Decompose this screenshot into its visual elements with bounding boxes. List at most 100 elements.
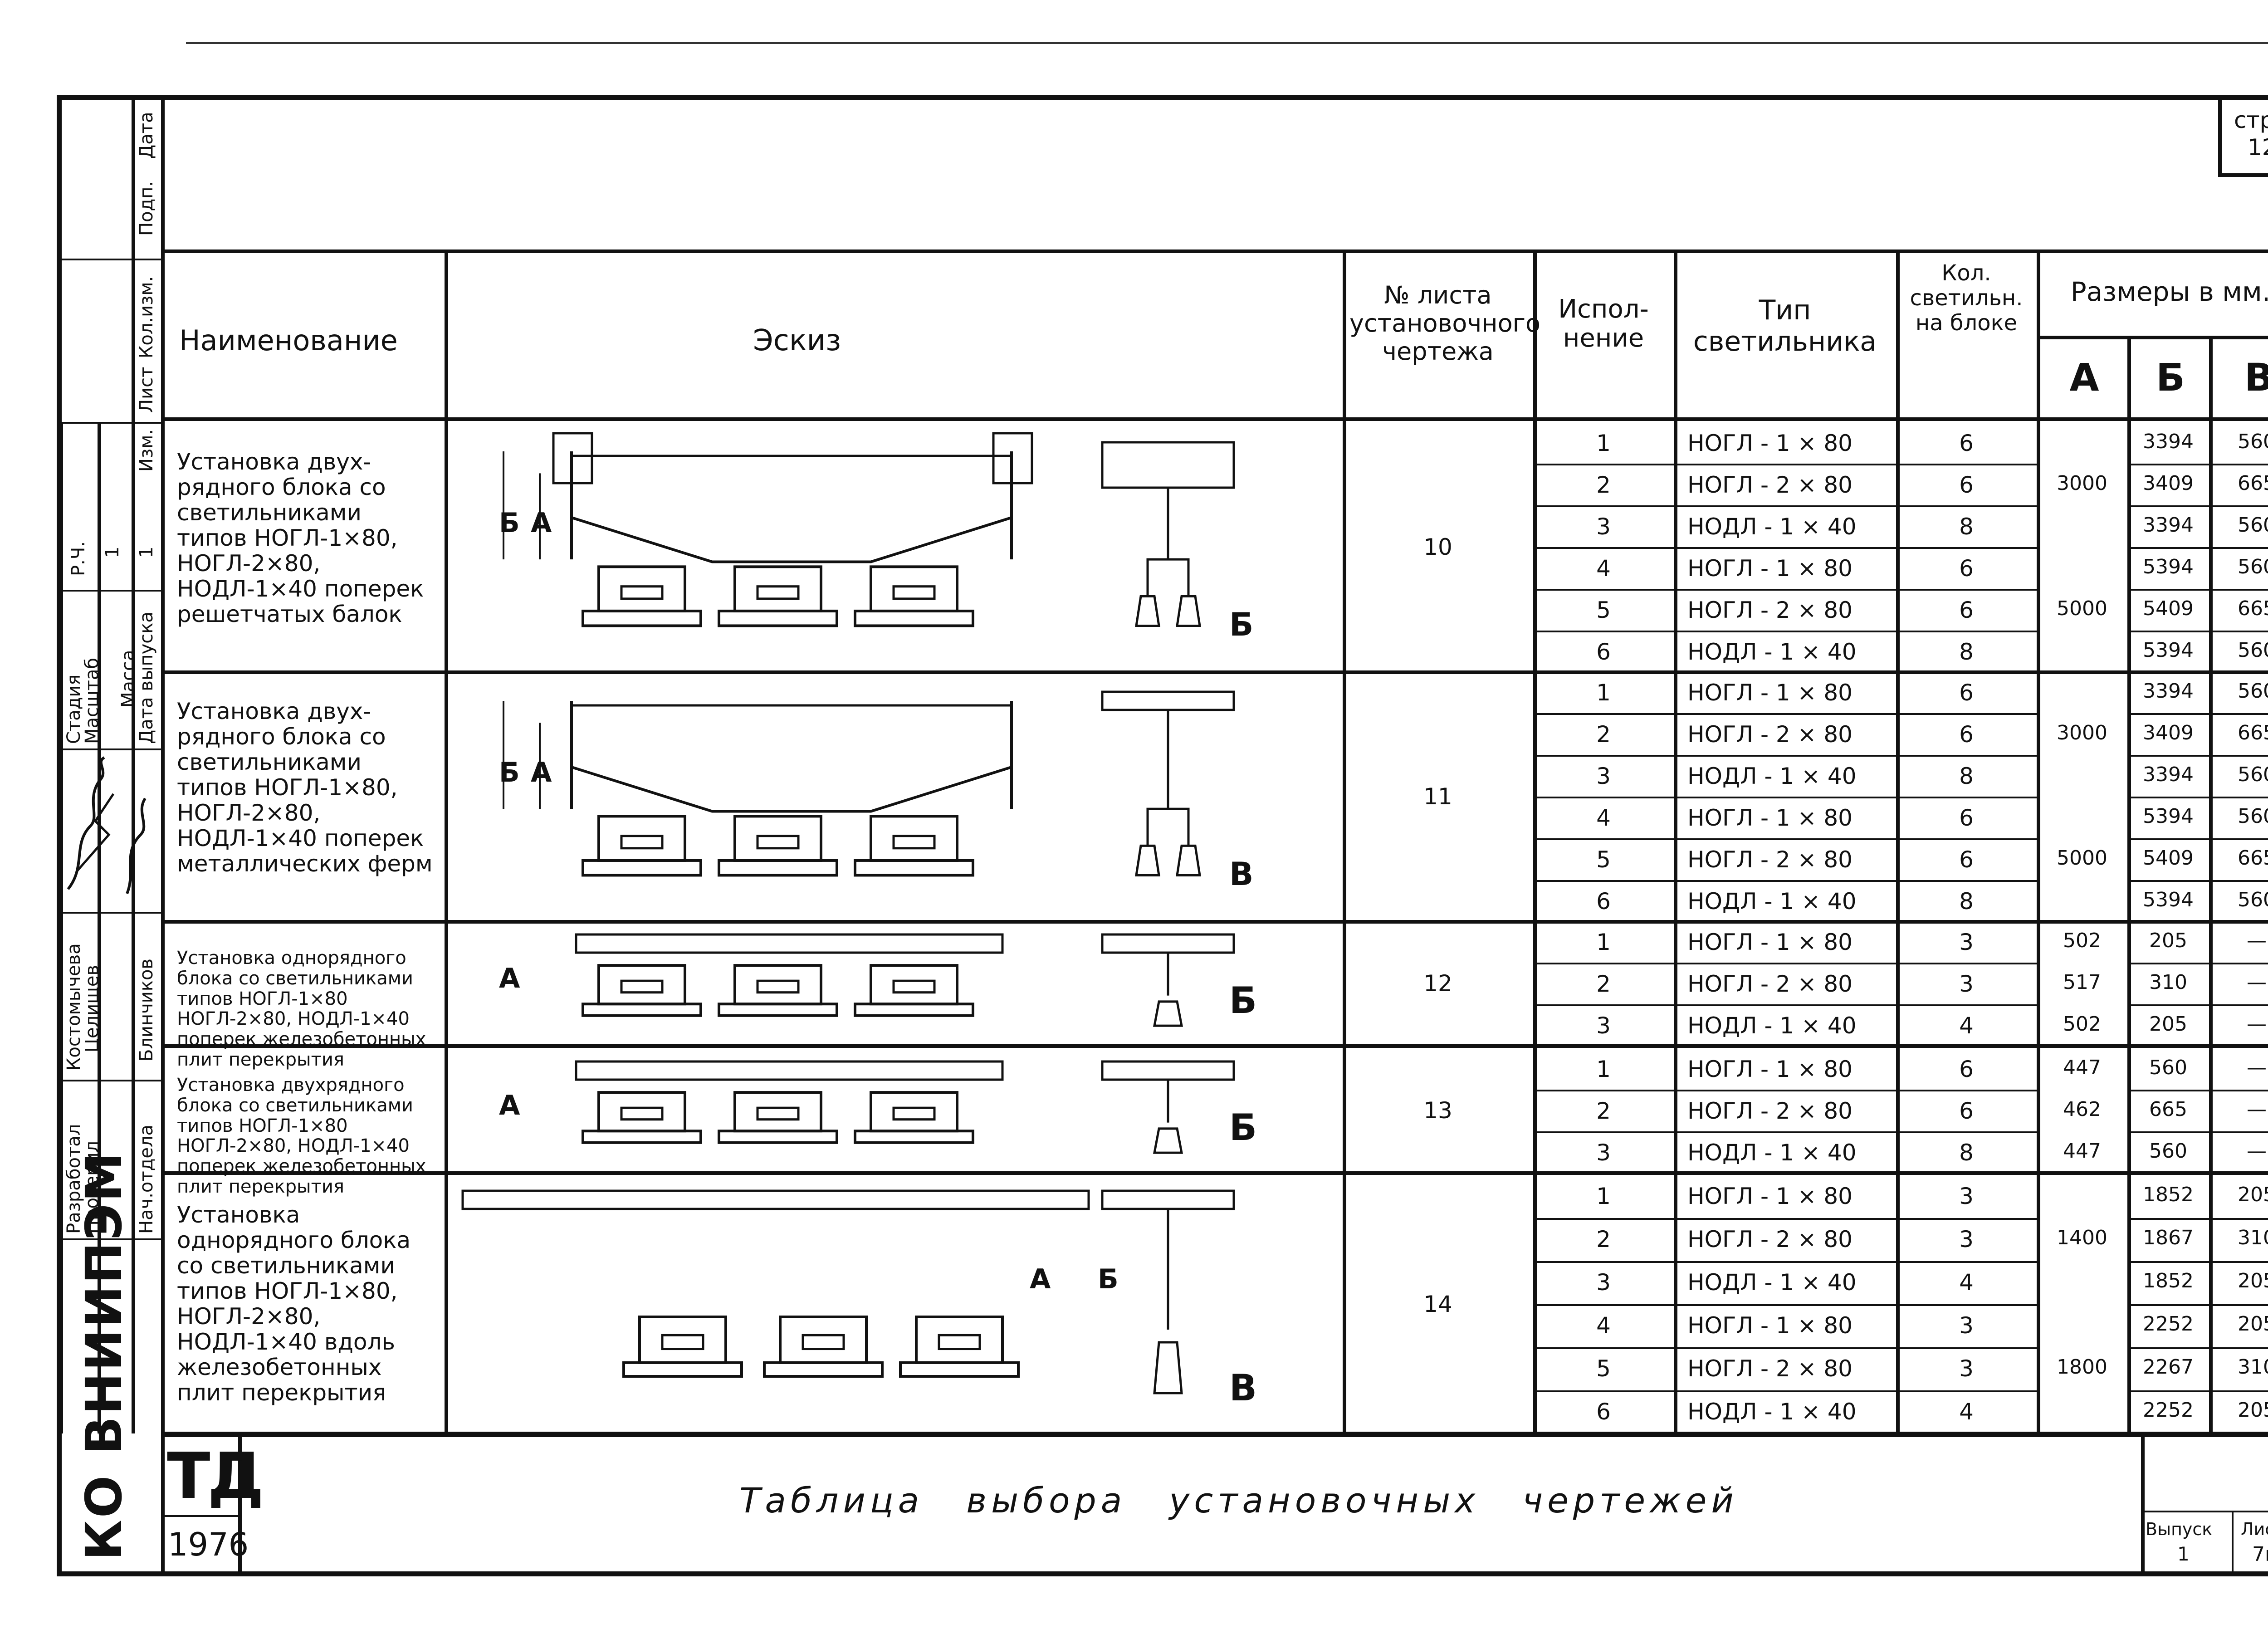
cell-size-a: 447 (2063, 1056, 2101, 1079)
cell-size-b: 2252 (2143, 1399, 2194, 1422)
cell-lamp-count: 6 (1959, 721, 1974, 748)
cell-lamp-type: НОГЛ - 1 × 80 (1687, 1056, 1853, 1082)
lamp-tube (756, 1106, 800, 1121)
page-number-label: стр. (2234, 107, 2268, 133)
cell-size-b: 2267 (2143, 1355, 2194, 1379)
cell-execution: 2 (1596, 1098, 1611, 1124)
row-line-sizes (2127, 1131, 2268, 1133)
cell-execution: 2 (1596, 1226, 1611, 1252)
cell-size-v: 560 (2238, 555, 2268, 578)
row-line-sizes (2127, 1004, 2268, 1006)
stamp-col-data: Дата (136, 112, 157, 159)
lamp-base (854, 1003, 974, 1017)
col-line-a (2127, 336, 2131, 1433)
stamp-column-divider (161, 95, 165, 1576)
stamp-person-2: Целищев (82, 964, 103, 1052)
slab (575, 933, 1004, 954)
sketch-dimension-label: Б (499, 507, 520, 539)
sketch-line (992, 432, 1033, 484)
header-lamp-count: Кол. светильн. на блоке (1910, 260, 2023, 336)
sketch-dimension-letter: Б (1229, 1106, 1257, 1149)
group-sheet-number: 14 (1423, 1291, 1452, 1317)
lamp-tube (756, 835, 800, 850)
stamp-release-date-label: Дата выпуска (136, 611, 157, 744)
stamp-h-4 (57, 748, 161, 750)
stamp-h-5 (57, 912, 161, 914)
lamp-tube (756, 585, 800, 600)
group-sheet-number: 12 (1423, 970, 1452, 997)
lamp-body (915, 1316, 1004, 1364)
stamp-col-izm: Изм. (136, 429, 157, 472)
cell-size-a: 462 (2063, 1098, 2101, 1121)
sheet-label: Лист (2241, 1519, 2268, 1539)
lamp-tube (620, 979, 664, 994)
lamp-base (899, 1361, 1020, 1378)
row-line (1533, 547, 2037, 549)
cell-lamp-type: НОГЛ - 2 × 80 (1687, 971, 1853, 997)
sketch-line (571, 766, 1012, 813)
cell-lamp-count: 6 (1959, 1098, 1974, 1124)
lamp-tube (892, 585, 936, 600)
lamp-base (763, 1361, 884, 1378)
row-line (1533, 797, 2037, 798)
sketch-line (1101, 933, 1235, 954)
cell-lamp-type: НОГЛ - 1 × 80 (1687, 680, 1853, 706)
group-name: Установка однорядного блока со светильни… (177, 1202, 411, 1406)
slab (461, 1189, 1090, 1210)
lamp-body (597, 1091, 686, 1133)
header-size-a: А (2069, 355, 2099, 400)
cell-size-b: 3394 (2143, 680, 2194, 703)
row-line-sizes (2127, 464, 2268, 465)
sketch-line (1101, 1189, 1235, 1210)
lamp-body (597, 964, 686, 1006)
cell-lamp-type: НОГЛ - 2 × 80 (1687, 721, 1853, 748)
sketch-line (1153, 1127, 1183, 1154)
issue-label: Выпуск (2146, 1519, 2213, 1539)
sketch-dimension-label: Б (1098, 1263, 1119, 1295)
row-line (1533, 1347, 2037, 1349)
cell-execution: 5 (1596, 597, 1611, 623)
cell-execution: 2 (1596, 971, 1611, 997)
cell-size-a: 5000 (2057, 597, 2107, 620)
sketch-line (552, 432, 593, 484)
title-code: ТД (167, 1439, 264, 1513)
table-top-line (161, 249, 2268, 253)
top-border-line (186, 42, 2268, 44)
header-execution: Испол-нение (1558, 294, 1649, 353)
row-line-sizes (2127, 880, 2268, 882)
group-sketch (503, 690, 1235, 877)
group-sketch (575, 1060, 1235, 1154)
title-block-top-line (161, 1433, 2268, 1437)
title-code-divider (238, 1433, 242, 1576)
row-line-sizes (2127, 838, 2268, 840)
cell-execution: 1 (1596, 680, 1611, 706)
row-line-sizes (2127, 713, 2268, 715)
cell-size-v: — (2247, 971, 2267, 994)
cell-size-b: 5394 (2143, 888, 2194, 911)
sketch-dimension-letter: Б (1229, 979, 1257, 1022)
col-line-exec (1674, 249, 1677, 1433)
cell-lamp-type: НОДЛ - 1 × 40 (1687, 763, 1857, 789)
stamp-h-7 (57, 1238, 161, 1240)
row-line (1533, 1261, 2037, 1263)
stamp-h-2 (57, 422, 161, 424)
stamp-h-3 (57, 590, 161, 592)
row-line (1533, 713, 2037, 715)
header-sketch: Эскиз (753, 324, 841, 357)
header-lamp-type: Тип светильника (1693, 294, 1877, 357)
stamp-h-1 (57, 259, 161, 260)
header-sizes: Размеры в мм. (2070, 276, 2268, 307)
cell-execution: 2 (1596, 721, 1611, 748)
drawing-frame (57, 95, 2268, 1576)
group-name: Установка однорядного блока со светильни… (177, 948, 426, 1070)
cell-lamp-type: НОГЛ - 2 × 80 (1687, 846, 1853, 873)
cell-size-b: 5394 (2143, 639, 2194, 662)
row-line (1533, 1390, 2037, 1392)
sketch-line (1146, 807, 1190, 846)
lamp-body (597, 815, 686, 862)
header-sheet-no: № листа установочного чертежа (1349, 281, 1541, 366)
lamp-body (733, 565, 822, 612)
cell-size-v: 560 (2238, 514, 2268, 537)
cell-lamp-count: 6 (1959, 846, 1974, 873)
cell-execution: 6 (1596, 1399, 1611, 1425)
